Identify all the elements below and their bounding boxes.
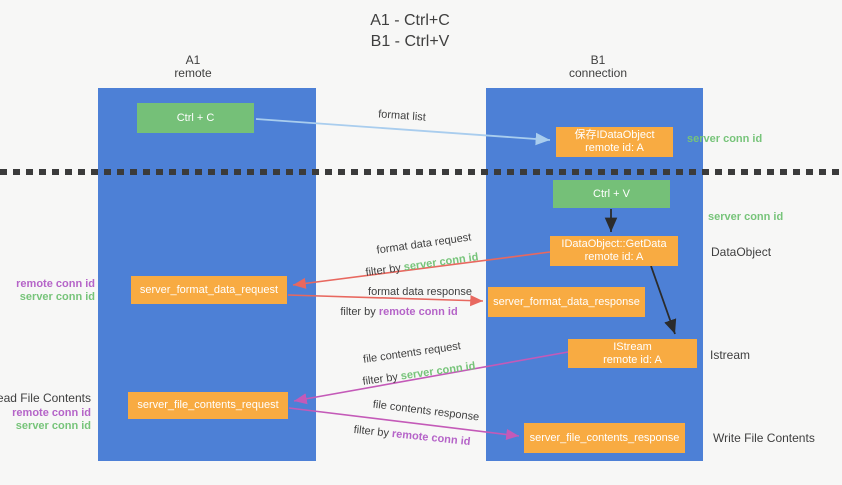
istream-line1: IStream (613, 340, 652, 353)
filter-by-remote-conn-id-label-1: filter by remote conn id (340, 306, 457, 318)
filter-by-text: filter by (353, 423, 390, 440)
filter-by-text: filter by (361, 371, 399, 388)
remote-conn-id-text: remote conn id (391, 427, 471, 449)
server-file-contents-response-label: server_file_contents_response (529, 431, 680, 444)
server-format-data-response-box: server_format_data_response (488, 287, 645, 317)
server-file-contents-request-label: server_file_contents_request (137, 399, 279, 411)
ctrl-v-label: Ctrl + V (593, 187, 630, 200)
server-conn-id-right-2: server conn id (708, 211, 784, 223)
getdata-line1: IDataObject::GetData (561, 238, 667, 250)
server-format-data-request-box: server_format_data_request (131, 276, 287, 304)
filter-by-text: filter by (340, 306, 376, 318)
server-conn-id-left-1: server conn id (19, 291, 95, 303)
istream-side-label: Istream (710, 348, 751, 362)
filter-by-text: filter by (364, 262, 402, 279)
title-line-1: A1 - Ctrl+C (370, 12, 450, 29)
filter-by-remote-conn-id-label-2: filter by remote conn id (353, 424, 471, 448)
server-file-contents-response-box: server_file_contents_response (524, 423, 685, 453)
left-column-header: A1 remote (143, 54, 243, 80)
left-column-name: A1 (185, 53, 201, 67)
file-contents-response-label: file contents response (372, 398, 480, 424)
getdata-line2: remote id: A (584, 251, 644, 263)
ctrl-c-label: Ctrl + C (176, 111, 215, 124)
istream-box: IStream remote id: A (568, 339, 697, 368)
file-contents-request-label: file contents request (362, 340, 462, 366)
format-list-label: format list (377, 108, 427, 124)
left-conn-id-block-1: remote conn id server conn id (16, 278, 95, 304)
title-line-2: B1 - Ctrl+V (370, 33, 450, 50)
dataobject-label: DataObject (711, 245, 772, 259)
server-format-data-response-label: server_format_data_response (493, 295, 640, 308)
remote-conn-id-left-1: remote conn id (16, 278, 95, 290)
filter-by-server-conn-id-label-2: filter by server conn id (362, 360, 476, 388)
ctrl-v-box: Ctrl + V (553, 180, 670, 208)
diagram-title: A1 - Ctrl+C B1 - Ctrl+V (325, 10, 495, 52)
server-conn-id-text: server conn id (403, 251, 480, 274)
remote-conn-id-text: remote conn id (378, 306, 458, 318)
save-dataobject-line1: 保存IDataObject (574, 129, 655, 141)
save-dataobject-line2: remote id: A (585, 142, 644, 154)
server-conn-id-text: server conn id (400, 360, 477, 383)
right-column-role: connection (568, 66, 628, 80)
format-data-response-label: format data response (368, 286, 472, 298)
getdata-box: IDataObject::GetData remote id: A (550, 236, 678, 266)
ctrl-c-box: Ctrl + C (137, 103, 254, 133)
left-column-role: remote (174, 66, 212, 80)
server-format-data-request-label: server_format_data_request (139, 283, 279, 296)
right-column-header: B1 connection (548, 54, 648, 80)
remote-conn-id-left-2: remote conn id (12, 407, 91, 419)
istream-line2: remote id: A (603, 353, 662, 366)
server-conn-id-left-2: server conn id (15, 420, 91, 432)
write-file-contents-label: Write File Contents (713, 431, 815, 445)
read-file-contents-label: Read File Contents (0, 391, 91, 405)
save-dataobject-box: 保存IDataObject remote id: A (556, 127, 673, 157)
right-column-name: B1 (590, 53, 606, 67)
server-conn-id-right-1: server conn id (687, 133, 763, 145)
left-conn-id-block-2: remote conn id server conn id (12, 407, 91, 433)
dotted-divider-line (0, 169, 842, 175)
server-file-contents-request-box: server_file_contents_request (128, 392, 288, 419)
